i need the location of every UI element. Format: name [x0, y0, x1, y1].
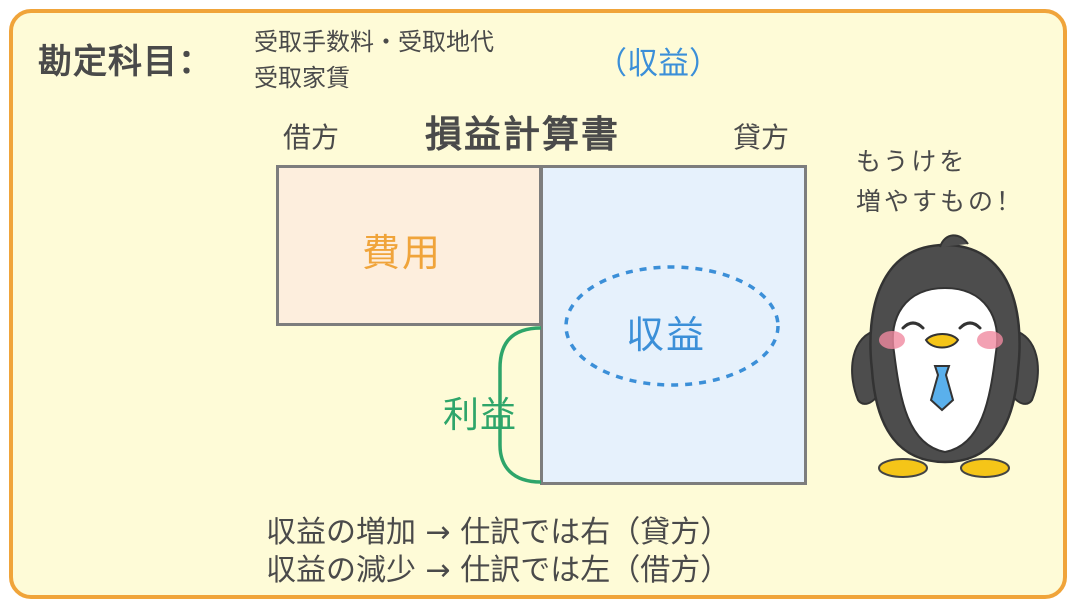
rule-increase: 収益の増加 → 仕訳では右（貸方）: [266, 515, 731, 550]
penguin-left-eye: [901, 321, 925, 330]
penguin-right-eye: [958, 321, 982, 330]
debit-side-label: 借方: [283, 121, 340, 154]
penguin-right-cheek: [977, 331, 1003, 349]
revenue-box: [540, 165, 807, 485]
rule-decrease: 収益の減少 → 仕訳では左（借方）: [266, 553, 731, 588]
revenue-dotted-ellipse: [564, 265, 780, 387]
account-category: （収益）: [596, 46, 720, 82]
account-items-line1: 受取手数料・受取地代: [254, 28, 494, 56]
revenue-label: 収益: [626, 313, 707, 357]
profit-label: 利益: [443, 395, 518, 436]
penguin-beak: [924, 333, 960, 349]
account-items-line2: 受取家賃: [254, 64, 350, 92]
profit-bracket: [498, 326, 542, 484]
penguin-right-foot: [960, 458, 1010, 478]
speech-line1: もうけを: [856, 147, 968, 176]
penguin-left-foot: [878, 458, 928, 478]
account-label: 勘定科目：: [38, 42, 213, 82]
penguin-left-cheek: [879, 331, 905, 349]
statement-title: 損益計算書: [425, 113, 620, 156]
penguin-tuft: [939, 234, 969, 248]
expense-label: 費用: [362, 231, 443, 275]
credit-side-label: 貸方: [733, 121, 790, 154]
penguin-tie: [929, 365, 955, 412]
speech-line2: 増やすもの！: [856, 187, 1025, 216]
